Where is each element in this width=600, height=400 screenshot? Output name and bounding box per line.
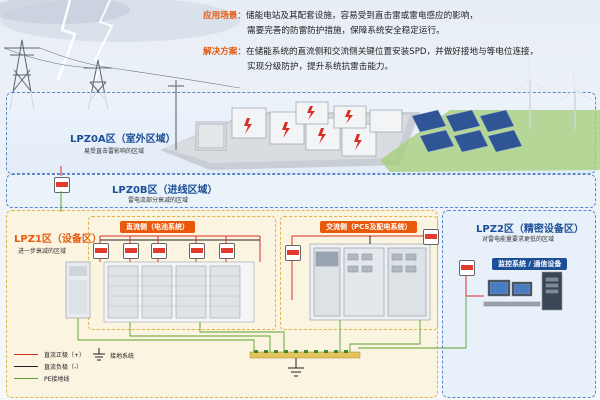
spd-dc-5-icon	[219, 243, 235, 259]
zone-lpz1-title: LPZ1区（设备区）	[14, 234, 102, 245]
dc-side-badge: 直流侧（电池系统）	[120, 221, 195, 233]
legend-dc-pos: 直流正极（+）	[44, 352, 86, 359]
legend-dc-neg-swatch	[14, 366, 38, 367]
zone-lpz0b-title: LPZ0B区（进线区域）	[112, 185, 218, 196]
solution-label: 解决方案：	[203, 47, 246, 57]
battery-rack-icon	[103, 261, 255, 323]
solar-panel-icon	[411, 109, 523, 153]
wind-turbine-icon	[511, 55, 593, 130]
spd-dc-2-icon	[123, 243, 139, 259]
spd-dc-3-icon	[151, 243, 167, 259]
legend-pe-swatch	[14, 378, 38, 379]
zone-lpz0b	[6, 174, 596, 208]
monitor-system-icon	[483, 271, 563, 311]
legend: 直流正极（+） 直流负极（-） PE接地线 接地系统	[14, 348, 204, 392]
spd-lpz0b-icon	[54, 177, 70, 193]
legend-pe: PE接地线	[44, 376, 70, 383]
ac-side-area	[280, 216, 438, 330]
monitor-badge: 监控系统 / 通信设备	[492, 258, 568, 270]
solution-text-2: 实现分级防护，提升系统抗雷击能力。	[247, 62, 394, 72]
zone-lpz0a-title: LPZ0A区（室外区域）	[70, 134, 176, 145]
spd-ac-2-icon	[423, 229, 439, 245]
ac-side-badge: 交流侧（PCS及配电系统）	[320, 221, 418, 233]
spd-lpz2-icon	[459, 260, 475, 276]
scene-text-2: 需要完善的防雷防护措施，保障系统安全稳定运行。	[247, 26, 445, 36]
spd-dc-4-icon	[189, 243, 205, 259]
legend-ground: 接地系统	[110, 353, 135, 360]
zone-lpz1-desc: 进一步衰减的区域	[18, 248, 67, 255]
zone-lpz2-desc: 对雷电能量要求更低的区域	[482, 236, 555, 243]
scene-text-1: 储能电站及其配套设施，容易受到直击雷或雷电感应的影响，	[245, 11, 479, 21]
zone-lpz0a-desc: 易受直击雷影响的区域	[84, 148, 145, 155]
ground-symbol-icon	[288, 358, 304, 377]
spd-ac-1-icon	[285, 245, 301, 261]
scene-label: 应用场景：	[203, 11, 246, 21]
ground-busbar	[249, 350, 361, 359]
lightning-bolt-1	[56, 0, 77, 81]
legend-ground-icon	[93, 348, 105, 361]
legend-dc-pos-swatch	[14, 354, 38, 355]
solution-text-1: 在储能系统的直流侧和交流侧关键位置安装SPD，并做好接地与等电位连接，	[245, 47, 539, 57]
legend-dc-neg: 直流负极（-）	[44, 364, 83, 371]
pcs-cabinet-icon	[309, 243, 431, 321]
battery-cabinet-icon	[65, 261, 91, 319]
spd-dc-1-icon	[93, 243, 109, 259]
zone-lpz0b-desc: 雷电流部分衰减的区域	[128, 197, 189, 204]
zone-lpz2-title: LPZ2区（精密设备区）	[476, 224, 584, 235]
utility-pole-icon	[168, 80, 184, 150]
